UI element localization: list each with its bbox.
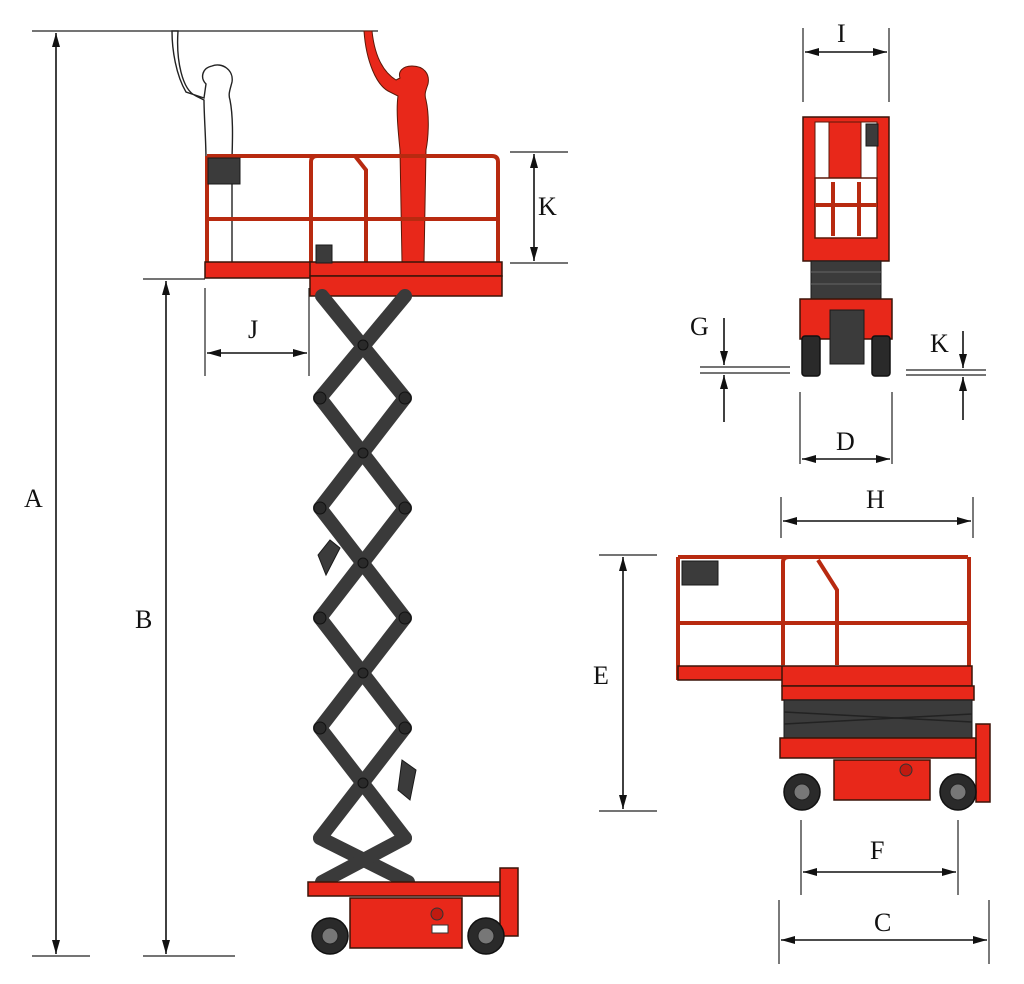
battery-box — [833, 759, 931, 801]
dimension-label-b: B — [135, 605, 152, 634]
side-view-stowed: H E — [593, 485, 991, 964]
dimension-label-c: C — [874, 908, 891, 937]
dimension-i: I — [802, 19, 890, 102]
front-right-wheel-icon — [871, 335, 891, 377]
stowed-chassis — [779, 737, 977, 759]
raised-chassis — [307, 867, 519, 955]
dimension-h: H — [780, 485, 974, 538]
stowed-rear-bumper — [975, 723, 991, 803]
dimension-label-a: A — [24, 484, 43, 513]
dimension-d: D — [799, 392, 893, 464]
stowed-platform-guardrail — [676, 555, 971, 680]
raised-platform-guardrail — [205, 154, 500, 275]
control-box-icon — [207, 157, 241, 185]
deck-fitting — [315, 244, 333, 264]
front-left-wheel-icon — [801, 335, 821, 377]
dimension-label-i: I — [837, 19, 846, 48]
stowed-main-deck — [781, 665, 973, 687]
scissor-stack — [313, 289, 417, 889]
dimension-label-h: H — [866, 485, 885, 514]
dimension-j: J — [204, 288, 310, 376]
dimension-f: F — [800, 820, 959, 895]
dimension-e: E — [593, 554, 657, 812]
side-view-raised: A B J K — [24, 30, 568, 957]
dimension-label-d: D — [836, 427, 855, 456]
dimension-b: B — [135, 281, 170, 954]
extension-deck — [204, 261, 312, 279]
dimension-g: G — [690, 312, 790, 422]
dimension-label-k: K — [538, 192, 557, 221]
stowed-extension-deck — [677, 665, 785, 681]
front-scissor-stack — [810, 260, 882, 300]
main-deck — [309, 261, 503, 277]
control-box-icon — [865, 123, 879, 147]
red-person-icon — [363, 30, 429, 263]
front-view-stowed: I G K — [690, 19, 986, 464]
dimension-k-clearance: K — [906, 329, 986, 420]
control-box-icon — [681, 560, 719, 586]
dimension-k-guardrail: K — [510, 151, 568, 264]
dimension-label-e: E — [593, 661, 609, 690]
dimension-label-j: J — [248, 315, 258, 344]
dimension-label-f: F — [870, 836, 884, 865]
dimension-label-k-clearance: K — [930, 329, 949, 358]
dimension-c: C — [778, 900, 990, 964]
dimension-a: A — [24, 33, 60, 954]
dimension-label-g: G — [690, 312, 709, 341]
rear-bumper — [499, 867, 519, 937]
outline-person-icon — [171, 30, 234, 262]
